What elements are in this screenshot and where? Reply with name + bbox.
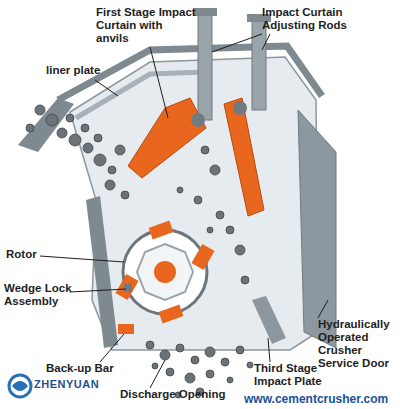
inlet-chute: [18, 98, 74, 152]
rock: [83, 143, 93, 153]
part-label: Wedge Lock Assembly: [4, 282, 74, 308]
rotor-hub: [137, 244, 193, 300]
hinge: [233, 101, 247, 115]
leader-line: [262, 34, 270, 50]
rock: [191, 356, 199, 364]
rock: [210, 165, 220, 175]
part-label: Third Stage Impact Plate: [254, 362, 344, 388]
part-label: Back-up Bar: [46, 362, 136, 375]
rock: [160, 350, 170, 360]
blow-bar: [149, 221, 174, 240]
third-stage-plate: [252, 296, 286, 344]
rock: [227, 377, 233, 383]
rock: [166, 368, 174, 376]
logo-mark: [9, 375, 31, 397]
rock: [216, 211, 224, 219]
rock: [115, 145, 125, 155]
leader-line: [268, 338, 270, 362]
blow-bar: [159, 305, 184, 324]
rock: [94, 154, 106, 166]
impact-curtains: [128, 98, 264, 216]
rock: [35, 105, 45, 115]
first-curtain: [128, 98, 206, 178]
leader-line: [40, 256, 124, 262]
rock: [66, 114, 74, 122]
rock: [94, 134, 102, 142]
leader-line: [100, 334, 124, 362]
website-watermark: www.cementcrusher.com: [244, 393, 400, 406]
rock: [241, 276, 249, 284]
part-label: Discharge Opening: [120, 388, 240, 401]
leader-line: [70, 289, 126, 292]
part-label: Hydraulically Operated Crusher Service D…: [318, 318, 400, 370]
rock: [247, 362, 253, 368]
leader-line: [150, 360, 165, 388]
part-label: liner plate: [46, 64, 126, 77]
wedge-lock: [124, 284, 132, 292]
leader-lines: [40, 34, 328, 388]
backup-bar: [118, 324, 134, 334]
rock: [235, 245, 245, 255]
rock: [57, 128, 67, 138]
rock: [176, 344, 184, 352]
service-door: [298, 110, 336, 348]
rock: [105, 180, 115, 190]
rocks: [26, 105, 253, 398]
rock: [201, 146, 209, 154]
rock: [108, 166, 116, 174]
rock: [207, 227, 213, 233]
leader-line: [212, 34, 262, 52]
logo-ring: [9, 375, 31, 397]
logo-text: ZHENYUAN: [34, 378, 124, 391]
left-wall: [86, 196, 118, 348]
rotor-disc: [123, 230, 207, 314]
logo-swirl: [12, 381, 28, 391]
rock: [121, 191, 129, 199]
rod-cap: [193, 8, 217, 16]
second-curtain: [224, 98, 264, 216]
housing-body: [70, 57, 318, 350]
rock: [205, 347, 215, 357]
part-label: Impact Curtain Adjusting Rods: [262, 6, 352, 32]
rock: [221, 358, 229, 366]
rock: [194, 196, 202, 204]
leader-line: [150, 47, 168, 118]
rock: [185, 373, 195, 383]
rock: [206, 370, 214, 378]
part-label: First Stage Impact Curtain with anvils: [96, 6, 196, 45]
rod: [198, 12, 212, 120]
rock: [146, 341, 154, 349]
part-label: Rotor: [6, 248, 66, 261]
rod: [252, 18, 266, 110]
rock: [236, 346, 244, 354]
rock: [177, 187, 183, 193]
housing: [18, 46, 336, 350]
blow-bar: [191, 244, 214, 270]
rock: [152, 363, 158, 369]
hinge: [191, 113, 205, 127]
shaft: [154, 261, 176, 283]
rock: [46, 114, 58, 126]
leader-line: [318, 300, 328, 318]
rock: [226, 226, 234, 234]
rotor: [115, 221, 214, 334]
leader-line: [95, 80, 118, 96]
rock: [69, 134, 81, 146]
rock: [81, 124, 89, 132]
rock: [26, 124, 34, 132]
blow-bar: [115, 274, 138, 300]
